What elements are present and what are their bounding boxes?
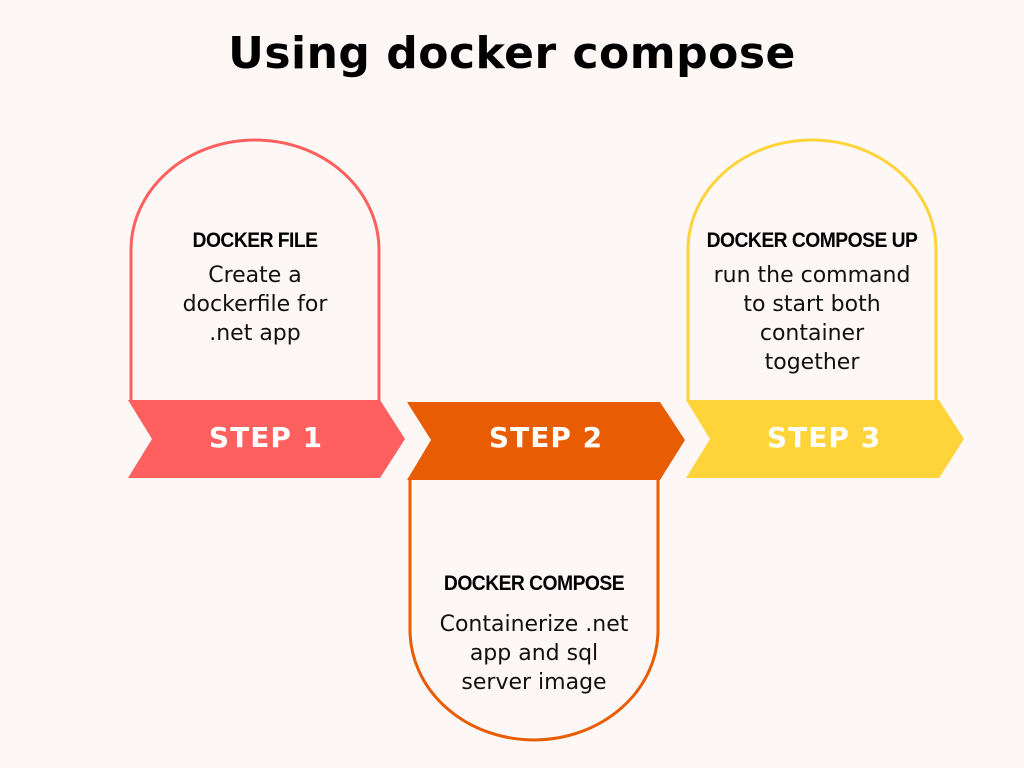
step2-chevron	[407, 402, 685, 480]
step3-card-outline	[686, 138, 938, 401]
diagram-title: Using docker compose	[228, 28, 796, 79]
step3-line-2: to start both	[743, 292, 881, 317]
step1-chevron	[128, 400, 405, 478]
step1-line-2: dockerfile for	[182, 292, 328, 317]
step2-card-outline	[408, 478, 660, 742]
step2-description: Containerize .net app and sql server ima…	[410, 610, 658, 697]
step3-line-3: container	[759, 321, 865, 346]
step2-label: STEP 2	[488, 421, 604, 454]
step3-chevron	[686, 400, 964, 478]
step1-line-1: Create a	[208, 263, 302, 288]
step2-card: DOCKER COMPOSE Containerize .net app and…	[410, 572, 658, 697]
step3-label: STEP 3	[766, 421, 882, 454]
step2-line-3: server image	[461, 670, 607, 695]
step2-line-2: app and sql	[469, 641, 599, 666]
step1-line-3: .net app	[209, 321, 301, 346]
step1-heading: DOCKER FILE	[192, 229, 318, 252]
step3-card: DOCKER COMPOSE UP run the command to sta…	[688, 229, 936, 377]
step2-line-1: Containerize .net	[439, 612, 629, 637]
step2-heading: DOCKER COMPOSE	[443, 572, 625, 595]
step3-heading: DOCKER COMPOSE UP	[706, 229, 918, 252]
step1-card: DOCKER FILE Create a dockerfile for .net…	[131, 229, 379, 348]
step1-card-outline	[129, 138, 381, 401]
step1-description: Create a dockerfile for .net app	[131, 261, 379, 348]
step3-line-1: run the command	[713, 263, 911, 288]
step1-label: STEP 1	[208, 421, 324, 454]
step3-description: run the command to start both container …	[688, 261, 936, 377]
step3-line-4: together	[764, 350, 860, 375]
